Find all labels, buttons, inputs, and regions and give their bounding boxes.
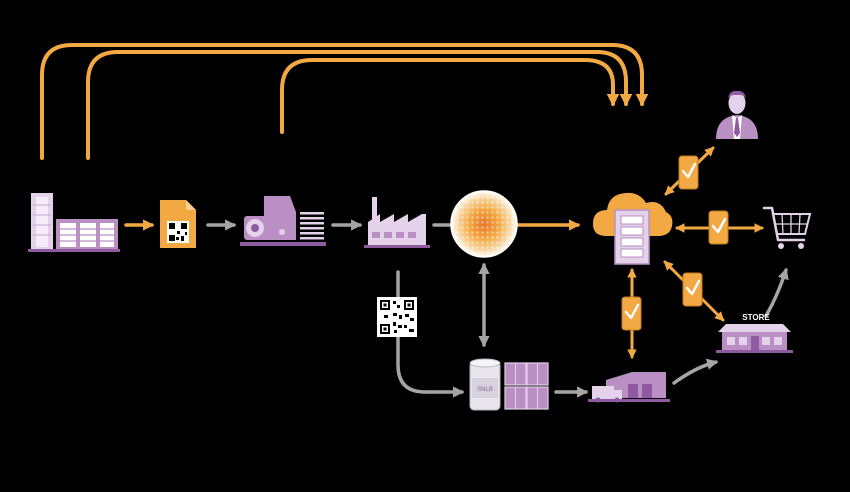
main-flow-arrows [124, 219, 789, 398]
data-upload-arcs [40, 43, 649, 160]
arc-from-machine [280, 58, 620, 134]
arrow-warehouse-to-store [672, 358, 719, 385]
consumer-person-icon [716, 90, 758, 139]
server-rack-icon [28, 193, 120, 252]
arrow-factory-to-containers [396, 270, 465, 398]
phone-check-warehouse-link [621, 296, 642, 331]
store-label: STORE [742, 313, 770, 322]
arrow-store-to-cart [764, 267, 789, 318]
serialization-sphere-icon [450, 190, 518, 258]
phone-check-store-link [682, 272, 703, 307]
retail-store-icon: STORE [716, 313, 793, 353]
shipping-boxes-icon [504, 362, 549, 410]
shopping-cart-icon [762, 206, 812, 249]
production-machine-icon [240, 196, 326, 246]
arc-from-documents [86, 50, 633, 160]
qr-code-icon [377, 297, 417, 337]
container-label: SNLB [477, 387, 493, 393]
mobile-verification-icon [621, 155, 729, 331]
cloud-database-icon [592, 192, 673, 265]
phone-check-person-link [678, 155, 699, 190]
document-qr-icon [160, 200, 196, 248]
warehouse-truck-icon [588, 372, 670, 403]
arc-from-server [40, 43, 649, 160]
product-containers-icon: SNLB [469, 358, 501, 411]
factory-icon [364, 197, 430, 248]
phone-check-cart-link [708, 210, 729, 245]
